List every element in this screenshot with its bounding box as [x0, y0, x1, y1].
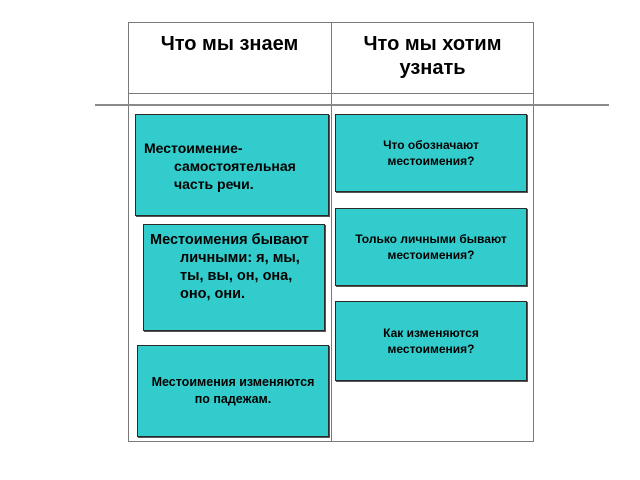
card-text: Только личными бывают местоимения?	[355, 232, 507, 262]
header-underline	[128, 93, 534, 94]
want-card-meaning: Что обозначают местоимения?	[335, 114, 527, 192]
card-text: Что обозначают местоимения?	[383, 138, 479, 168]
header-separator-rule	[95, 104, 609, 106]
want-card-how-change: Как изменяются местоимения?	[335, 301, 527, 381]
known-card-cases: Местоимения изменяются по падежам.	[137, 345, 329, 437]
known-card-pronoun-definition: Местоимение- самостоятельная часть речи.	[135, 114, 329, 216]
want-header-line2: узнать	[399, 57, 466, 79]
known-column-header: Что мы знаем	[160, 33, 299, 55]
known-card-personal-pronouns: Местоимения бывают личными: я, мы, ты, в…	[143, 224, 325, 331]
want-card-only-personal: Только личными бывают местоимения?	[335, 208, 527, 286]
column-divider	[331, 22, 332, 442]
card-text: Как изменяются местоимения?	[383, 326, 479, 356]
want-header-line1: Что мы хотим	[363, 33, 502, 55]
want-column-header: Что мы хотим узнать	[331, 32, 534, 80]
card-text: Местоимения изменяются по падежам.	[151, 375, 315, 406]
card-text: Местоимения бывают личными: я, мы, ты, в…	[150, 232, 309, 302]
card-text: Местоимение- самостоятельная часть речи.	[144, 140, 296, 192]
